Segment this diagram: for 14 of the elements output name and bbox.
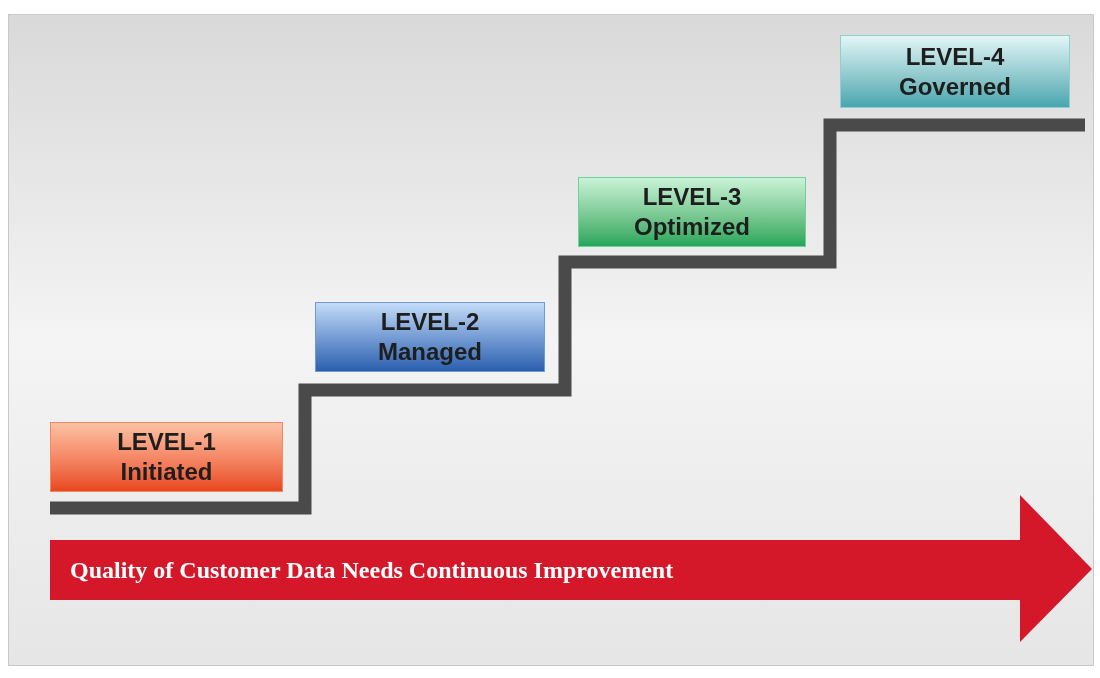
level-box — [50, 422, 283, 492]
level-number: LEVEL-1 — [117, 427, 216, 457]
progress-arrow — [50, 495, 1092, 642]
level-number: LEVEL-2 — [380, 307, 480, 337]
level-name: Governed — [899, 71, 1011, 102]
level-name: Initiated — [120, 457, 213, 487]
level-box — [840, 35, 1070, 108]
level-box — [578, 177, 806, 247]
level-number: LEVEL-3 — [642, 182, 742, 212]
level-name: Optimized — [634, 212, 750, 242]
level-name: Managed — [378, 337, 482, 367]
level-box — [315, 302, 545, 372]
level-number: LEVEL-4 — [905, 41, 1005, 72]
arrow-text: Quality of Customer Data Needs Continuous Improvement — [70, 556, 674, 585]
